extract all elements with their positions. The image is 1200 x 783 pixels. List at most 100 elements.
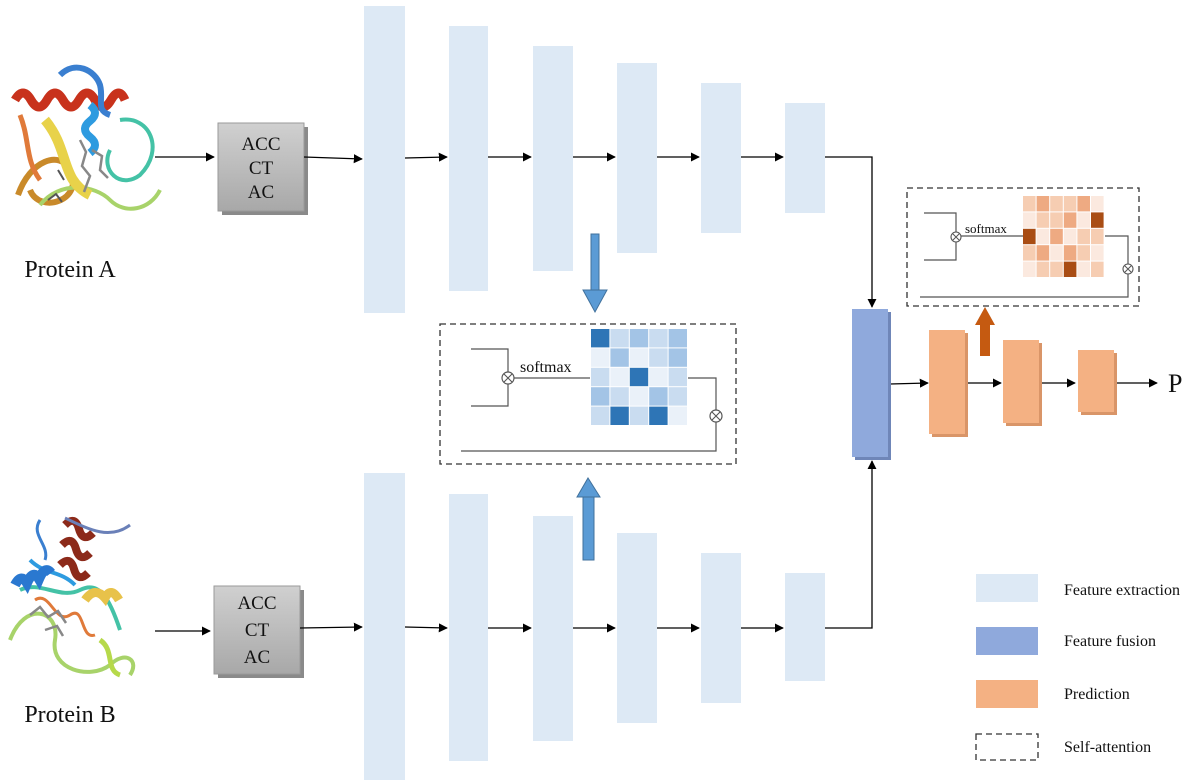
encoder-ac-label: AC [248, 182, 274, 203]
feature-fusion-block [852, 309, 891, 460]
attention-cell [1050, 196, 1063, 212]
legend-swatch [976, 574, 1038, 602]
attention-cell [1091, 261, 1104, 277]
attention-cell [610, 387, 629, 406]
attention-cell [668, 406, 687, 425]
attention-cell [1036, 261, 1050, 277]
attention-cell [1077, 228, 1090, 245]
attention-cell [591, 387, 610, 406]
encoder-box-top: ACC CT AC [217, 122, 308, 215]
connection-arrows [155, 152, 1158, 636]
attention-cell [1050, 212, 1063, 228]
attention-cell [1036, 196, 1050, 212]
self-attention-module-orange: softmax [906, 187, 1140, 307]
attention-cell [629, 329, 649, 348]
feature-extraction-columns-top [364, 6, 825, 313]
attention-cell [591, 329, 610, 348]
self-attention-module-blue: softmax [439, 323, 737, 465]
attention-cell [649, 387, 668, 406]
legend-swatch [975, 733, 1039, 761]
attention-cell [1063, 212, 1077, 228]
encoder-ac-label: AC [244, 647, 270, 668]
attention-cell [649, 406, 668, 425]
attention-cell [1091, 212, 1104, 228]
attention-cell [1077, 196, 1090, 212]
attention-cell [629, 348, 649, 367]
encoder-ct-label: CT [245, 620, 270, 641]
attention-cell [668, 329, 687, 348]
attention-cell [610, 406, 629, 425]
attention-cell [1063, 228, 1077, 245]
encoder-acc-label: ACC [241, 134, 280, 155]
legend-item-attention: Self-attention [975, 733, 1151, 761]
legend-item-prediction: Prediction [976, 680, 1130, 708]
attention-cell [1077, 212, 1090, 228]
attention-cell [1091, 228, 1104, 245]
attention-cell [668, 387, 687, 406]
legend-label: Feature fusion [1064, 633, 1156, 650]
legend: Feature extraction Feature fusion Predic… [975, 574, 1180, 761]
encoder-ct-label: CT [249, 158, 274, 179]
protein-a-structure-icon [11, 64, 162, 211]
blue-attention-arrow-down-icon [582, 233, 608, 314]
blue-attention-arrow-up-icon [576, 477, 601, 561]
attention-cell [610, 348, 629, 367]
legend-label: Prediction [1064, 686, 1130, 703]
encoder-acc-label: ACC [237, 593, 276, 614]
attention-cell [1063, 196, 1077, 212]
legend-swatch [976, 627, 1038, 655]
encoder-box-bottom: ACC CT AC [213, 585, 304, 678]
extraction-layer [617, 63, 657, 253]
extraction-layer [701, 553, 741, 703]
attention-cell [1036, 245, 1050, 261]
attention-cell [1036, 212, 1050, 228]
extraction-layer [785, 103, 825, 213]
extraction-layer [364, 473, 405, 780]
attention-cell [591, 406, 610, 425]
attention-cell [1091, 245, 1104, 261]
legend-label: Feature extraction [1064, 582, 1180, 599]
legend-item-extraction: Feature extraction [976, 574, 1180, 602]
attention-cell [1023, 245, 1036, 261]
attention-cell [629, 406, 649, 425]
extraction-layer [617, 533, 657, 723]
softmax-label: softmax [965, 221, 1007, 236]
prediction-blocks [929, 330, 1117, 437]
attention-cell [629, 387, 649, 406]
legend-label: Self-attention [1064, 739, 1151, 756]
attention-cell [668, 367, 687, 387]
output-p-label: P [1168, 369, 1182, 398]
attention-matrix-orange [1023, 196, 1104, 277]
extraction-layer [701, 83, 741, 233]
prediction-layer [929, 330, 965, 434]
protein-a-label: Protein A [24, 257, 116, 283]
attention-cell [1050, 228, 1063, 245]
extraction-layer [449, 494, 488, 761]
attention-matrix-blue [591, 329, 687, 425]
prediction-layer [1003, 340, 1039, 423]
prediction-layer [1078, 350, 1114, 412]
attention-cell [591, 348, 610, 367]
legend-swatch [976, 680, 1038, 708]
attention-cell [1077, 245, 1090, 261]
attention-cell [1050, 261, 1063, 277]
orange-attention-arrow-up-icon [975, 307, 995, 356]
extraction-layer [785, 573, 825, 681]
attention-cell [649, 367, 668, 387]
feature-extraction-columns-bottom [364, 473, 825, 780]
attention-cell [1050, 245, 1063, 261]
softmax-label: softmax [520, 359, 572, 376]
extraction-layer [364, 6, 405, 313]
attention-cell [1023, 261, 1036, 277]
protein-b-structure-icon [8, 516, 136, 678]
extraction-layer [533, 46, 573, 271]
attention-cell [1091, 196, 1104, 212]
attention-cell [591, 367, 610, 387]
attention-cell [649, 348, 668, 367]
attention-cell [1036, 228, 1050, 245]
attention-cell [1023, 196, 1036, 212]
attention-cell [1023, 228, 1036, 245]
attention-cell [668, 348, 687, 367]
attention-cell [649, 329, 668, 348]
